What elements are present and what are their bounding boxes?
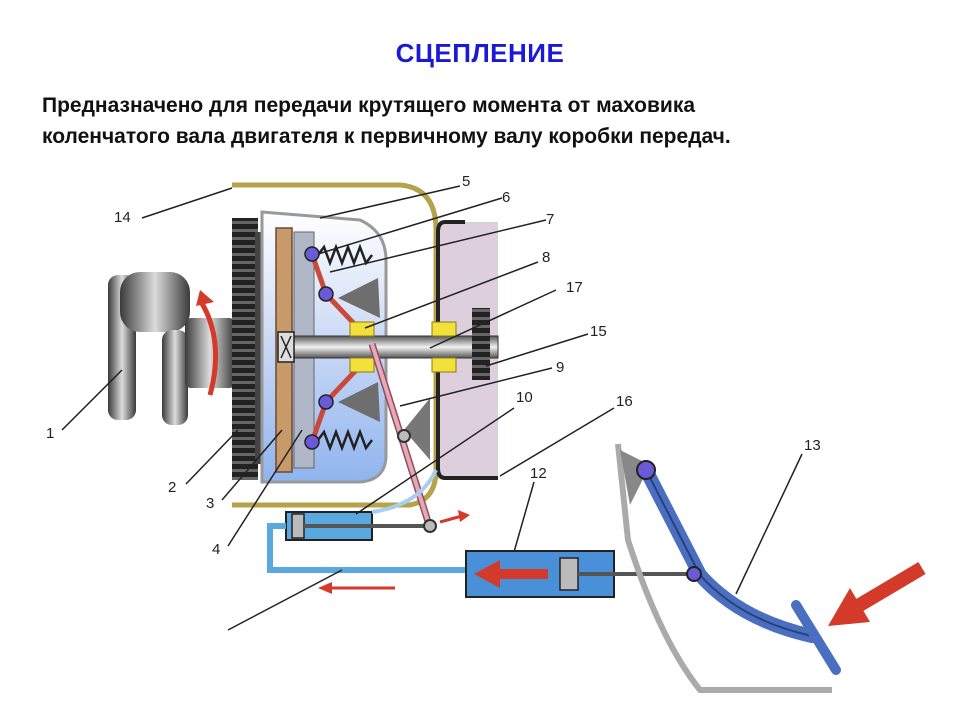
slave-piston — [291, 513, 305, 539]
description-line-1: Предназначено для передачи крутящего мом… — [42, 94, 696, 117]
rotation-arrow — [197, 298, 219, 396]
housing-fluid-link — [371, 469, 438, 514]
master-arrowhead — [474, 560, 500, 588]
spline-cross — [280, 335, 292, 359]
leader-lines — [61, 185, 803, 631]
bearing-left-upper — [349, 321, 375, 337]
pedal-pad — [791, 600, 841, 675]
label-17: 17 — [566, 279, 583, 296]
label-3: 3 — [206, 495, 214, 512]
spring-lower — [317, 428, 373, 452]
bearing-right-upper — [431, 321, 457, 337]
spring-upper — [317, 243, 373, 267]
label-16: 16 — [616, 393, 633, 410]
label-5: 5 — [462, 173, 470, 190]
label-7: 7 — [546, 211, 554, 228]
foot-force-arrow-line — [854, 561, 926, 613]
description-line-2: коленчатого вала двигателя к первичному … — [42, 125, 731, 148]
label-13: 13 — [804, 437, 821, 454]
label-4: 4 — [212, 541, 220, 558]
label-8: 8 — [542, 249, 550, 266]
fork-pivot-support — [404, 398, 430, 460]
label-14: 14 — [114, 209, 131, 226]
pedal-bracket — [615, 443, 832, 693]
master-piston — [559, 557, 579, 591]
foot-force-arrowhead — [828, 588, 870, 626]
return-arrowhead — [318, 582, 332, 594]
lever-upper — [338, 278, 380, 318]
page-title: СЦЕПЛЕНИЕ — [395, 38, 565, 68]
lever-lower — [338, 382, 380, 422]
pedal-pivot — [636, 460, 656, 480]
slave-rod-joint — [423, 519, 437, 533]
slave-arrowhead — [458, 510, 470, 522]
label-2: 2 — [168, 479, 176, 496]
label-9: 9 — [556, 359, 564, 376]
bearing-right-lower — [431, 357, 457, 373]
label-10: 10 — [516, 389, 533, 406]
label-1: 1 — [46, 425, 54, 442]
pivot-dot-6 — [304, 246, 320, 262]
pivot-dot-7 — [318, 286, 334, 302]
fork-pivot — [397, 429, 411, 443]
hydraulic-line — [267, 523, 470, 573]
label-6: 6 — [502, 189, 510, 206]
pedal-arm — [639, 463, 819, 643]
crankshaft — [108, 272, 235, 425]
gearbox-gear — [472, 308, 490, 380]
bearing-left-lower — [349, 357, 375, 373]
input-shaft — [279, 335, 499, 359]
slave-arrow — [439, 514, 463, 524]
pivot-dot-lower-2 — [304, 434, 320, 450]
description: Предназначено для передачи крутящего мом… — [42, 90, 942, 152]
pivot-dot-lower-1 — [318, 394, 334, 410]
pedal-arm-outline — [645, 469, 813, 637]
pushrod-joint — [686, 566, 702, 582]
label-15: 15 — [590, 323, 607, 340]
label-12: 12 — [530, 465, 547, 482]
flywheel — [232, 218, 258, 480]
rotation-arrowhead — [196, 290, 214, 306]
